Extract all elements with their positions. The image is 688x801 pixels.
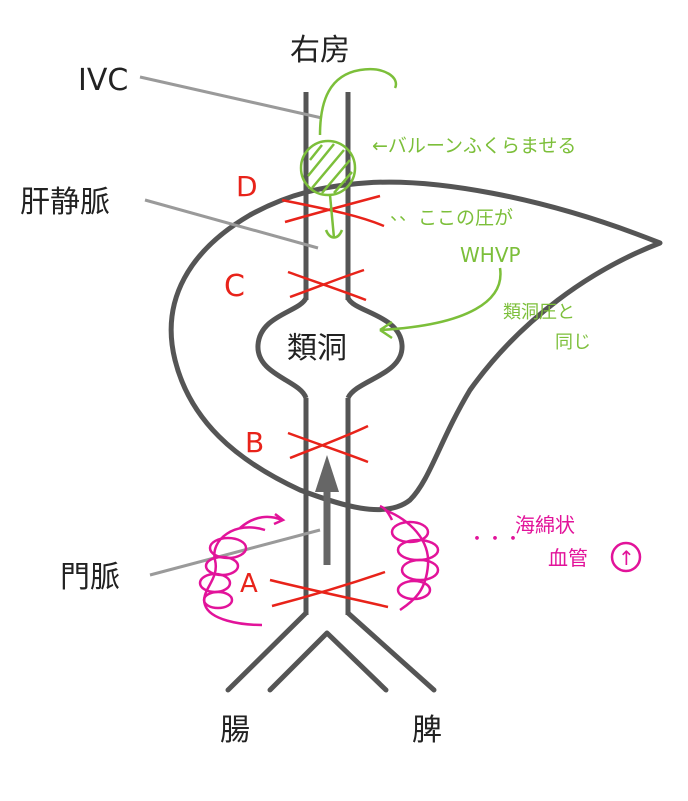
ivc-pointer-line xyxy=(139,75,323,120)
note-dots: 、、 xyxy=(390,204,417,225)
label-intestine: 腸 xyxy=(220,713,250,748)
note-same-as-sinusoid-1: 類洞圧と xyxy=(503,302,575,323)
block-cross-c xyxy=(287,268,367,302)
note-balloon: ←バルーンふくらませる xyxy=(372,135,576,157)
note-cavernous-2: 血管 xyxy=(548,546,588,570)
note-cavernous-arrow: ↑ xyxy=(618,546,635,570)
site-label-a: A xyxy=(240,569,258,599)
note-whvp: WHVP xyxy=(460,243,521,267)
label-ivc: IVC xyxy=(78,63,128,98)
portal-bifurcation xyxy=(225,610,437,693)
hepatic-vein-pointer-line xyxy=(144,198,319,250)
block-cross-b xyxy=(287,424,369,464)
note-same-as-sinusoid-2: 同じ xyxy=(555,332,591,353)
sinusoid-outline xyxy=(255,296,405,400)
varix-right xyxy=(379,504,440,612)
note-cavernous-circle xyxy=(610,541,642,573)
block-cross-d xyxy=(281,194,385,228)
site-label-c: C xyxy=(224,269,245,304)
portal-flow-arrow-head xyxy=(315,455,339,492)
label-hepatic-vein: 肝静脈 xyxy=(20,185,110,220)
note-whvp-pointer xyxy=(379,267,502,340)
label-portal-vein: 門脈 xyxy=(60,560,120,595)
site-label-d: D xyxy=(236,170,258,203)
block-cross-a xyxy=(269,570,389,609)
balloon-icon xyxy=(299,67,398,239)
note-cavernous-1: 海綿状 xyxy=(515,513,575,537)
note-pressure-here: ここの圧が xyxy=(418,207,513,229)
note-dots-varix: ・・・ xyxy=(468,529,522,550)
liver-outline xyxy=(168,179,663,513)
label-sinusoid: 類洞 xyxy=(287,331,347,366)
varix-left xyxy=(198,513,286,627)
label-spleen: 脾 xyxy=(412,713,442,748)
portal-vein-pointer-line xyxy=(149,528,321,577)
site-label-b: B xyxy=(245,426,264,459)
label-right-atrium: 右房 xyxy=(290,33,350,68)
